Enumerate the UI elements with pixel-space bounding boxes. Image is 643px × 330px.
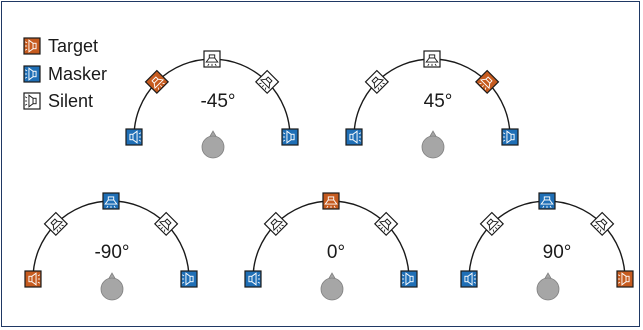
speaker-silent-plus-45 [254, 69, 280, 95]
legend: Target Masker Silent [23, 36, 107, 111]
speaker-silent-minus-45 [263, 211, 289, 237]
speaker-position [322, 192, 340, 210]
speaker-target-plus-90 [616, 270, 634, 288]
panel-plus-90: 90° [460, 192, 634, 301]
legend-silent-item: Silent [23, 91, 93, 111]
panel-minus-45: -45° [125, 50, 299, 159]
speaker-masker-plus-0 [538, 192, 556, 210]
listener-head-icon [536, 272, 560, 301]
speaker-position [43, 211, 69, 237]
panel-plus-45: 45° [345, 50, 519, 159]
speaker-silent-minus-45 [479, 211, 505, 237]
speaker-masker-minus-90 [460, 270, 478, 288]
speaker-position [203, 50, 221, 68]
speaker-masker-plus-90 [400, 270, 418, 288]
speaker-silent-plus-45 [153, 211, 179, 237]
speaker-position [244, 270, 262, 288]
speaker-masker-plus-90 [281, 128, 299, 146]
legend-target-item: Target [23, 36, 98, 56]
speaker-position [400, 270, 418, 288]
speaker-target-plus-0 [322, 192, 340, 210]
speaker-position [102, 192, 120, 210]
speaker-position [144, 69, 170, 95]
legend-silent-speaker-icon [23, 92, 41, 110]
speaker-masker-plus-90 [501, 128, 519, 146]
speaker-position [24, 270, 42, 288]
speaker-masker-plus-90 [180, 270, 198, 288]
speaker-position [460, 270, 478, 288]
speaker-position [538, 192, 556, 210]
angle-label: -45° [200, 91, 235, 112]
speaker-masker-minus-90 [125, 128, 143, 146]
speaker-masker-plus-0 [102, 192, 120, 210]
speaker-position [373, 211, 399, 237]
listener-head-icon [421, 130, 445, 159]
speaker-position [474, 69, 500, 95]
panel-zero: 0° [244, 192, 418, 301]
speaker-silent-minus-45 [364, 69, 390, 95]
listener-head-icon [201, 130, 225, 159]
legend-target-speaker-icon [23, 37, 41, 55]
speaker-position [125, 128, 143, 146]
speaker-position [263, 211, 289, 237]
legend-masker-item: Masker [23, 64, 107, 84]
speaker-silent-plus-0 [423, 50, 441, 68]
speaker-position [345, 128, 363, 146]
legend-target-label: Target [48, 36, 98, 56]
panel-minus-90: -90° [24, 192, 198, 301]
legend-masker-speaker-icon [23, 65, 41, 83]
speaker-masker-minus-90 [345, 128, 363, 146]
speaker-position [423, 50, 441, 68]
speaker-position [364, 69, 390, 95]
listener-head-icon [100, 272, 124, 301]
speaker-icon [23, 92, 41, 110]
speaker-position [254, 69, 280, 95]
speaker-position [479, 211, 505, 237]
speaker-silent-plus-45 [589, 211, 615, 237]
angle-label: 90° [543, 242, 572, 263]
speaker-position [616, 270, 634, 288]
speaker-position [153, 211, 179, 237]
speaker-masker-minus-90 [244, 270, 262, 288]
legend-silent-label: Silent [48, 91, 93, 111]
speaker-icon [23, 37, 41, 55]
listener-head-icon [320, 272, 344, 301]
legend-masker-label: Masker [48, 64, 107, 84]
speaker-target-minus-90 [24, 270, 42, 288]
speaker-silent-plus-0 [203, 50, 221, 68]
angle-label: -90° [94, 242, 129, 263]
speaker-silent-plus-45 [373, 211, 399, 237]
speaker-icon [23, 65, 41, 83]
speaker-target-plus-45 [474, 69, 500, 95]
angle-label: 0° [327, 242, 345, 263]
speaker-position [180, 270, 198, 288]
speaker-position [589, 211, 615, 237]
speaker-silent-minus-45 [43, 211, 69, 237]
speaker-target-minus-45 [144, 69, 170, 95]
angle-label: 45° [424, 91, 453, 112]
speaker-position [281, 128, 299, 146]
speaker-position [501, 128, 519, 146]
